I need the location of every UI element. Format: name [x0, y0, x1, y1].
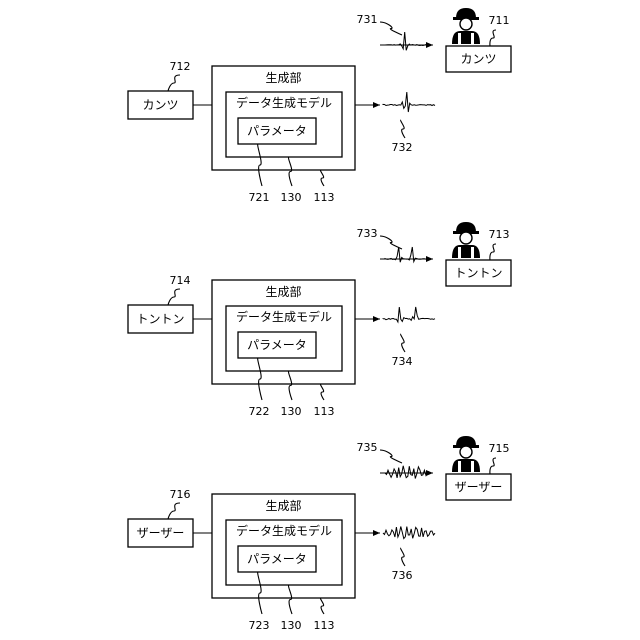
worker-ref-number: 713	[489, 228, 510, 241]
generated-waveform	[383, 527, 435, 539]
recorded-waveform	[385, 466, 429, 479]
parameter-ref-number: 721	[249, 191, 270, 204]
input-ref-leader	[168, 289, 180, 305]
worker-ref-leader	[490, 244, 496, 260]
generated-wave-ref-number: 734	[392, 355, 413, 368]
worker-sound-label: ザーザー	[455, 480, 503, 494]
input-sound-label: ザーザー	[137, 526, 185, 540]
recorded-wave-ref-leader	[380, 22, 402, 35]
generator-ref-number: 113	[314, 405, 335, 418]
worker-helmet-icon	[452, 8, 480, 44]
generated-wave-ref-number: 736	[392, 569, 413, 582]
recorded-waveform	[385, 32, 429, 50]
recorded-wave-ref-number: 731	[357, 13, 378, 26]
recorded-wave-ref-number: 735	[357, 441, 378, 454]
generator-ref-leader	[321, 384, 324, 400]
generator-ref-leader	[321, 170, 324, 186]
worker-sound-label: カンツ	[460, 52, 496, 66]
worker-ref-leader	[490, 458, 496, 474]
model-ref-number: 130	[281, 619, 302, 632]
worker-sound-label: トントン	[454, 266, 502, 280]
input-ref-leader	[168, 503, 180, 519]
parameter-label: パラメータ	[247, 338, 307, 352]
recorded-wave-ref-leader	[380, 450, 402, 463]
input-sound-label: トントン	[136, 312, 184, 326]
worker-helmet-icon	[452, 222, 480, 258]
generator-ref-number: 113	[314, 619, 335, 632]
data-generation-model-label: データ生成モデル	[236, 95, 332, 110]
parameter-label: パラメータ	[247, 552, 307, 566]
generated-wave-ref-leader	[401, 548, 405, 566]
generated-wave-ref-leader	[401, 120, 405, 138]
input-ref-number: 714	[170, 274, 191, 287]
recorded-wave-ref-number: 733	[357, 227, 378, 240]
worker-ref-number: 711	[489, 14, 510, 27]
generator-label: 生成部	[265, 284, 301, 299]
panel-1: カンツ 712 生成部データ生成モデルパラメータ 721 130 113 732 731 カンツ…	[128, 8, 511, 204]
input-ref-number: 716	[170, 488, 191, 501]
panel-3: ザーザー 716 生成部データ生成モデルパラメータ 723 130 113 736 735 ザー…	[128, 436, 511, 632]
input-sound-label: カンツ	[142, 98, 178, 112]
parameter-ref-number: 723	[249, 619, 270, 632]
worker-ref-number: 715	[489, 442, 510, 455]
generated-waveform	[383, 92, 435, 112]
generated-wave-ref-leader	[401, 334, 405, 352]
generated-wave-ref-number: 732	[392, 141, 413, 154]
data-generation-model-label: データ生成モデル	[236, 309, 332, 324]
model-ref-number: 130	[281, 191, 302, 204]
parameter-label: パラメータ	[247, 124, 307, 138]
generator-ref-number: 113	[314, 191, 335, 204]
worker-helmet-icon	[452, 436, 480, 472]
worker-ref-leader	[490, 30, 496, 46]
parameter-ref-number: 722	[249, 405, 270, 418]
panel-2: トントン 714 生成部データ生成モデルパラメータ 722 130 113 734 733 トン…	[128, 222, 511, 418]
data-generation-model-label: データ生成モデル	[236, 523, 332, 538]
generator-ref-leader	[321, 598, 324, 614]
generated-waveform	[383, 307, 435, 322]
generator-label: 生成部	[265, 70, 301, 85]
recorded-wave-ref-leader	[380, 236, 402, 249]
input-ref-leader	[168, 75, 180, 91]
model-ref-number: 130	[281, 405, 302, 418]
generator-label: 生成部	[265, 498, 301, 513]
recorded-waveform	[385, 247, 429, 262]
input-ref-number: 712	[170, 60, 191, 73]
